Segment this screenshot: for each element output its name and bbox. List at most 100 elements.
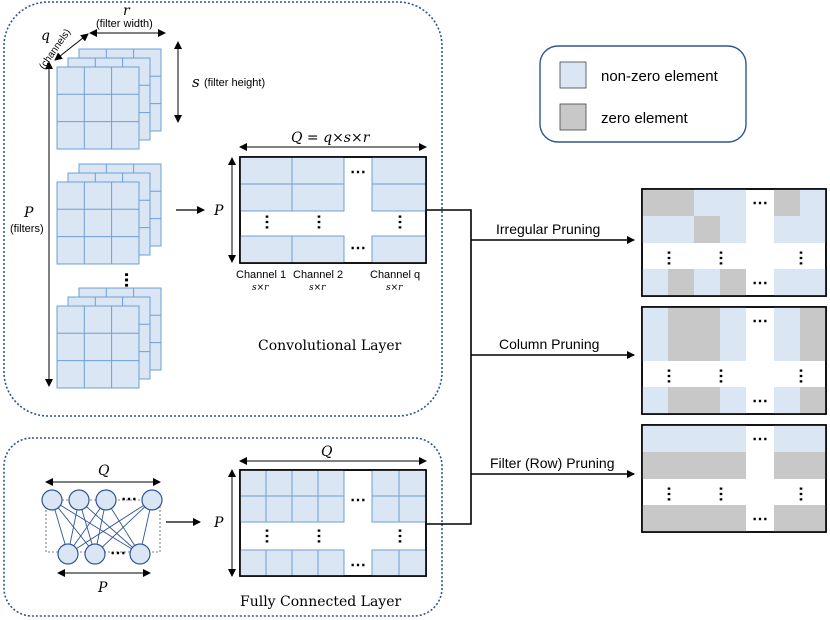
nonzero-cell bbox=[720, 307, 746, 334]
nonzero-cell bbox=[800, 189, 826, 216]
conv-weight-matrix: ⋯⋯⋯⋯⋯ bbox=[239, 156, 427, 264]
zero-cell bbox=[668, 189, 694, 216]
fc-matrix-cell bbox=[398, 549, 427, 577]
nonzero-cell bbox=[774, 216, 800, 243]
nonzero-cell bbox=[800, 269, 826, 296]
pruned-matrix-ellipsis: ⋯ bbox=[752, 195, 768, 212]
nonzero-cell bbox=[720, 189, 746, 216]
fc-connection bbox=[94, 499, 153, 555]
pruned-matrices: ⋯⋯⋯⋯⋯⋯⋯⋯⋯⋯⋯⋯⋯⋯⋯ bbox=[641, 188, 827, 533]
channel-2-label: Channel 2 bbox=[293, 269, 343, 281]
zero-cell bbox=[668, 387, 694, 414]
filter-slice-bg bbox=[56, 66, 140, 150]
legend-nonzero-label: non-zero element bbox=[601, 68, 719, 85]
conv-matrix-cell bbox=[239, 156, 293, 185]
fc-matrix-cell bbox=[265, 469, 293, 497]
fc-matrix-cell bbox=[265, 549, 293, 577]
zero-cell bbox=[694, 334, 720, 361]
fc-matrix-cell bbox=[317, 469, 345, 497]
zero-cell bbox=[800, 452, 826, 479]
nonzero-cell bbox=[720, 216, 746, 243]
filter-slice-bg bbox=[56, 305, 140, 389]
zero-cell bbox=[694, 452, 720, 479]
fc-matrix-ellipsis: ⋯ bbox=[391, 528, 408, 544]
conv-matrix-cell bbox=[371, 156, 427, 185]
zero-cell bbox=[774, 189, 800, 216]
zero-cell bbox=[642, 505, 668, 532]
fc-matrix-cell bbox=[239, 549, 267, 577]
nonzero-cell bbox=[774, 425, 800, 452]
pruned-matrix-ellipsis: ⋯ bbox=[712, 368, 729, 384]
fc-output-count-label: P bbox=[97, 580, 108, 596]
filter-height-desc: (filter height) bbox=[204, 77, 265, 89]
legend: non-zero element zero element bbox=[539, 45, 747, 143]
channel-2-sub: s×r bbox=[309, 283, 326, 293]
fc-input-count-label: Q bbox=[98, 463, 110, 479]
conv-layer-caption: Convolutional Layer bbox=[258, 338, 402, 354]
conv-matrix-outline bbox=[239, 156, 427, 264]
zero-cell bbox=[668, 505, 694, 532]
conv-matrix-cell bbox=[291, 183, 345, 212]
fc-network: ⋯⋯ bbox=[41, 489, 163, 565]
conv-matrix-ellipsis: ⋯ bbox=[350, 240, 366, 257]
nonzero-cell bbox=[668, 425, 694, 452]
channels-arrow bbox=[54, 33, 89, 61]
filters-desc: (filters) bbox=[10, 223, 44, 235]
filter-slice bbox=[56, 305, 140, 389]
pruned-matrix-ellipsis: ⋯ bbox=[752, 431, 768, 448]
fc-matrix-ellipsis: ⋯ bbox=[310, 528, 327, 544]
zero-cell bbox=[800, 334, 826, 361]
pruned-matrix-ellipsis: ⋯ bbox=[712, 486, 729, 502]
nonzero-cell bbox=[642, 307, 668, 334]
filter-slice bbox=[56, 66, 140, 150]
nonzero-cell bbox=[642, 269, 668, 296]
pruned-matrix-outline bbox=[641, 424, 827, 533]
zero-cell bbox=[720, 269, 746, 296]
conv-matrix-cell bbox=[239, 235, 293, 264]
pruned-matrix-outline bbox=[641, 188, 827, 297]
nonzero-cell bbox=[774, 334, 800, 361]
fc-weight-matrix: ⋯⋯⋯⋯⋯ bbox=[239, 469, 427, 577]
channel-1-label: Channel 1 bbox=[236, 269, 286, 281]
fc-matrix-ellipsis: ⋯ bbox=[350, 492, 366, 509]
pruned-matrix-ellipsis: ⋯ bbox=[752, 313, 768, 330]
filter-stacks bbox=[56, 48, 162, 389]
zero-cell bbox=[668, 452, 694, 479]
legend-zero-label: zero element bbox=[601, 110, 689, 127]
conv-matrix-cell bbox=[371, 235, 427, 264]
pruned-matrix-ellipsis: ⋯ bbox=[752, 393, 768, 410]
fc-connection bbox=[67, 499, 107, 555]
fc-matrix-cell bbox=[239, 469, 267, 497]
fc-matrix-cell bbox=[317, 549, 345, 577]
row-pruning-label: Filter (Row) Pruning bbox=[490, 455, 614, 471]
filters-symbol: P bbox=[23, 205, 34, 221]
conv-matrix-ellipsis: ⋯ bbox=[258, 214, 275, 230]
zero-cell bbox=[774, 452, 800, 479]
fc-output-neuron bbox=[84, 543, 106, 565]
conv-matrix-cell bbox=[291, 235, 345, 264]
conv-matrix-ellipsis: ⋯ bbox=[391, 214, 408, 230]
pruned-matrix-ellipsis: ⋯ bbox=[792, 368, 809, 384]
pruned-matrix-ellipsis: ⋯ bbox=[660, 250, 677, 266]
conv-matrix-ellipsis: ⋯ bbox=[350, 164, 366, 181]
fc-matrix-cell bbox=[398, 469, 427, 497]
fc-matrix-side-label: P bbox=[213, 515, 224, 531]
filter-stack-ellipsis: ⋯ bbox=[117, 272, 134, 288]
channels-symbol: q bbox=[41, 28, 50, 44]
zero-swatch bbox=[559, 103, 587, 131]
filter-slice-bg bbox=[56, 181, 140, 265]
zero-cell bbox=[720, 452, 746, 479]
column-pruning-label: Column Pruning bbox=[499, 336, 599, 352]
filter-width-desc: (filter width) bbox=[96, 18, 153, 30]
pruned-matrix-ellipsis: ⋯ bbox=[660, 486, 677, 502]
fc-matrix-cell bbox=[371, 469, 400, 497]
conv-to-pruning-connector bbox=[427, 209, 472, 525]
zero-cell bbox=[774, 505, 800, 532]
pruned-matrix-ellipsis: ⋯ bbox=[792, 250, 809, 266]
nonzero-cell bbox=[774, 307, 800, 334]
zero-cell bbox=[800, 505, 826, 532]
nonzero-cell bbox=[694, 189, 720, 216]
zero-cell bbox=[720, 505, 746, 532]
